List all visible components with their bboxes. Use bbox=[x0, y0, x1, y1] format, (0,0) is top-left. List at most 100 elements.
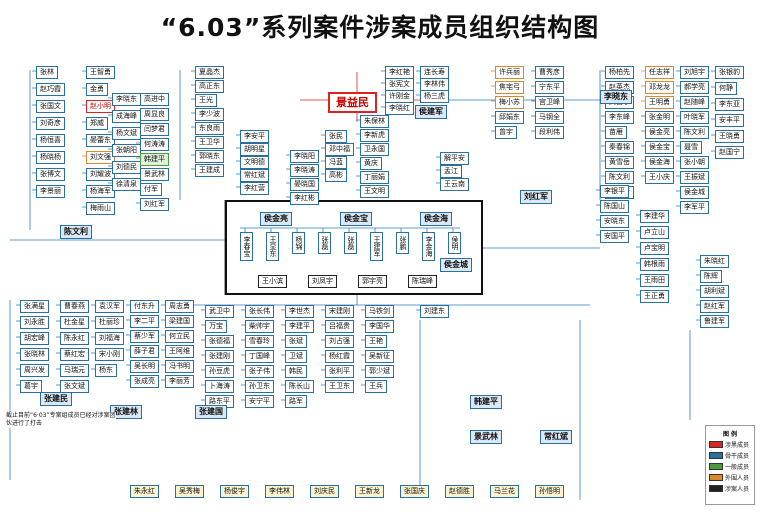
member-node: 武卫中 bbox=[205, 305, 234, 318]
member-node: 周志勇 bbox=[165, 300, 194, 313]
member-node: 李景丽 bbox=[36, 185, 65, 198]
member-node: 卢立山 bbox=[640, 226, 669, 239]
member-node: 刘永胜 bbox=[20, 316, 49, 329]
member-node: 段利伟 bbox=[535, 126, 564, 139]
member-node: 李银平 bbox=[600, 185, 629, 198]
member-node: 赵巧霞 bbox=[36, 83, 65, 96]
member-node: 蔡少军 bbox=[130, 330, 159, 343]
member-node: 孙豆虎 bbox=[205, 365, 234, 378]
member-node: 陈永红 bbox=[60, 332, 89, 345]
member-node: 李晓红 bbox=[385, 102, 414, 115]
leader-node: 韩建平 bbox=[470, 395, 502, 409]
member-node: 闫梦君 bbox=[140, 123, 169, 136]
member-node: 高进中 bbox=[140, 93, 169, 106]
member-node: 张斌 bbox=[285, 335, 307, 348]
member-node: 宁东平 bbox=[535, 81, 564, 94]
bottom-member-node: 王新龙 bbox=[355, 485, 384, 498]
member-node: 张长伟 bbox=[245, 305, 274, 318]
member-node: 梁建国 bbox=[165, 315, 194, 328]
member-node: 付军 bbox=[140, 183, 162, 196]
member-node: 鲁建军 bbox=[700, 315, 729, 328]
legend-label: 涉案人员 bbox=[725, 486, 750, 493]
member-node: 马铁剑 bbox=[365, 305, 394, 318]
member-node: 胡宏峰 bbox=[20, 332, 49, 345]
leader-node: 常红斌 bbox=[540, 430, 572, 444]
legend-label: 涉黑成员 bbox=[725, 442, 750, 449]
core-member-node: 李金海 bbox=[422, 232, 435, 261]
member-node: 安晓东 bbox=[600, 215, 629, 228]
member-node: 胡利斌 bbox=[700, 285, 729, 298]
core-member-node: 张鹏 bbox=[396, 232, 409, 254]
member-node: 杨海军 bbox=[86, 185, 115, 198]
leader-node: 刘红军 bbox=[520, 190, 552, 204]
member-node: 刘福海 bbox=[95, 332, 124, 345]
member-node: 晏晓国 bbox=[290, 178, 319, 191]
member-node: 安丰平 bbox=[715, 114, 744, 127]
member-node: 侯金宝 bbox=[645, 141, 674, 154]
member-node: 刘占强 bbox=[325, 335, 354, 348]
core-bottom-node: 郭宇亮 bbox=[358, 275, 387, 288]
member-node: 王振斌 bbox=[680, 171, 709, 184]
legend-label: 一般成员 bbox=[725, 464, 750, 471]
member-node: 焦宅弓 bbox=[495, 81, 524, 94]
member-node: 杨三虎 bbox=[420, 90, 449, 103]
member-node: 丁丽娟 bbox=[360, 171, 389, 184]
member-node: 韩根雨 bbox=[640, 258, 669, 271]
member-node: 常红斌 bbox=[240, 169, 269, 182]
member-node: 张林 bbox=[36, 66, 58, 79]
member-node: 王云南 bbox=[440, 178, 469, 191]
leader-node: 张建国 bbox=[195, 405, 227, 419]
member-node: 刘红军 bbox=[140, 198, 169, 211]
member-node: 晏蕾东 bbox=[86, 134, 115, 147]
member-node: 任志祥 bbox=[645, 66, 674, 79]
member-node: 王小庆 bbox=[645, 171, 674, 184]
legend-swatch bbox=[709, 441, 723, 448]
member-node: 高彬 bbox=[325, 169, 347, 182]
member-node: 李国华 bbox=[365, 320, 394, 333]
member-node: 付东升 bbox=[130, 300, 159, 313]
member-node: 张子伟 bbox=[245, 365, 274, 378]
leader-node: 侯金城 bbox=[440, 258, 472, 272]
core-member-node: 李春宝 bbox=[240, 232, 253, 261]
member-node: 李建平 bbox=[285, 320, 314, 333]
member-node: 李军平 bbox=[680, 201, 709, 214]
member-node: 张满星 bbox=[20, 300, 49, 313]
core-bottom-node: 王小滨 bbox=[258, 275, 287, 288]
member-node: 张金明 bbox=[645, 111, 674, 124]
member-node: 张国文 bbox=[36, 100, 65, 113]
member-node: 何立民 bbox=[165, 330, 194, 343]
member-node: 王明勇 bbox=[645, 96, 674, 109]
member-node: 王智勇 bbox=[86, 66, 115, 79]
member-node: 冯蓝 bbox=[325, 156, 347, 169]
member-node: 赵国宁 bbox=[715, 146, 744, 159]
member-node: 李安平 bbox=[240, 130, 269, 143]
member-node: 马钢全 bbox=[535, 111, 564, 124]
member-node: 王雨田 bbox=[640, 274, 669, 287]
member-node: 陈文利 bbox=[680, 126, 709, 139]
leader-node: 侯金宝 bbox=[340, 212, 372, 226]
member-node: 王阿维 bbox=[165, 345, 194, 358]
member-node: 李东亚 bbox=[715, 98, 744, 111]
member-node: 许兵丽 bbox=[495, 66, 524, 79]
leader-node: 侯建军 bbox=[415, 105, 447, 119]
member-node: 夏晶杰 bbox=[195, 66, 224, 79]
page-title: “6.03”系列案件涉案成员组织结构图 bbox=[160, 13, 600, 42]
member-node: 叶晓军 bbox=[680, 111, 709, 124]
core-member-node: 张磊 bbox=[318, 232, 331, 254]
member-node: 李东峰 bbox=[605, 111, 634, 124]
member-node: 安国平 bbox=[600, 230, 629, 243]
leader-node: 李晓东 bbox=[600, 90, 632, 104]
case-summary-note: 截止目前“6·03”专案组成员已经对涉案团伙进行了打击 bbox=[6, 412, 116, 429]
member-node: 郝学亮 bbox=[680, 81, 709, 94]
member-node: 侯金亮 bbox=[645, 126, 674, 139]
member-node: 刘建东 bbox=[420, 305, 449, 318]
member-node: 李建华 bbox=[640, 210, 669, 223]
member-node: 雪春玲 bbox=[245, 335, 274, 348]
legend-item: 涉案人员 bbox=[709, 484, 751, 493]
legend-item: 外围人员 bbox=[709, 473, 751, 482]
member-node: 赵随峰 bbox=[680, 96, 709, 109]
member-node: 杜金星 bbox=[60, 316, 89, 329]
member-node: 高正东 bbox=[195, 80, 224, 93]
legend-swatch bbox=[709, 463, 723, 470]
member-node: 路军 bbox=[285, 395, 307, 408]
